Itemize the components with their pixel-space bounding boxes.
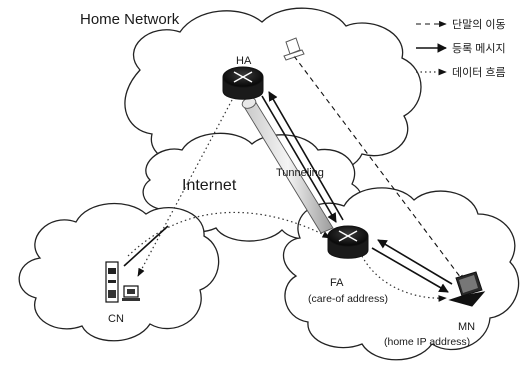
fa-sublabel: (care-of address): [308, 293, 388, 305]
legend: 단말의 이동 등록 메시지 데이터 흐름: [416, 18, 506, 79]
cn-network-cloud: [18, 202, 220, 342]
data-flow-fa-to-mn: [361, 255, 447, 302]
legend-registration-label: 등록 메시지: [452, 42, 506, 55]
registration-fa-to-mn: [371, 247, 449, 293]
fa-router: [327, 225, 369, 259]
registration-mn-to-fa: [377, 239, 453, 285]
cn-label: CN: [108, 313, 124, 325]
mn-sublabel: (home IP address): [384, 336, 470, 348]
fa-label: FA: [330, 277, 344, 289]
mn-original-position-icon: [283, 37, 305, 61]
legend-item-data-flow: 데이터 흐름: [416, 66, 506, 79]
legend-data-flow-label: 데이터 흐름: [452, 66, 506, 79]
registration-messages: [261, 91, 453, 293]
cn-host-icon: [105, 261, 140, 303]
tunnel: [241, 97, 334, 234]
ha-router: [222, 66, 264, 100]
home-network-label: Home Network: [80, 11, 180, 28]
registration-fa-to-ha: [268, 91, 344, 221]
mn-laptop-icon: [448, 271, 486, 307]
internet-label: Internet: [182, 177, 237, 194]
data-flow-cn-to-fa: [127, 211, 331, 257]
terminal-movement-path: [293, 55, 465, 283]
mn-label: MN: [458, 321, 475, 333]
cn-internet-link: [123, 225, 169, 267]
ha-label: HA: [236, 55, 252, 67]
tunnel-label: Tunneling: [276, 167, 324, 179]
legend-item-registration: 등록 메시지: [416, 42, 506, 55]
legend-item-movement: 단말의 이동: [416, 18, 506, 31]
legend-movement-label: 단말의 이동: [452, 18, 506, 31]
data-flow: [127, 99, 447, 302]
registration-ha-to-fa: [261, 95, 337, 223]
data-flow-ha-to-cn: [137, 99, 233, 277]
